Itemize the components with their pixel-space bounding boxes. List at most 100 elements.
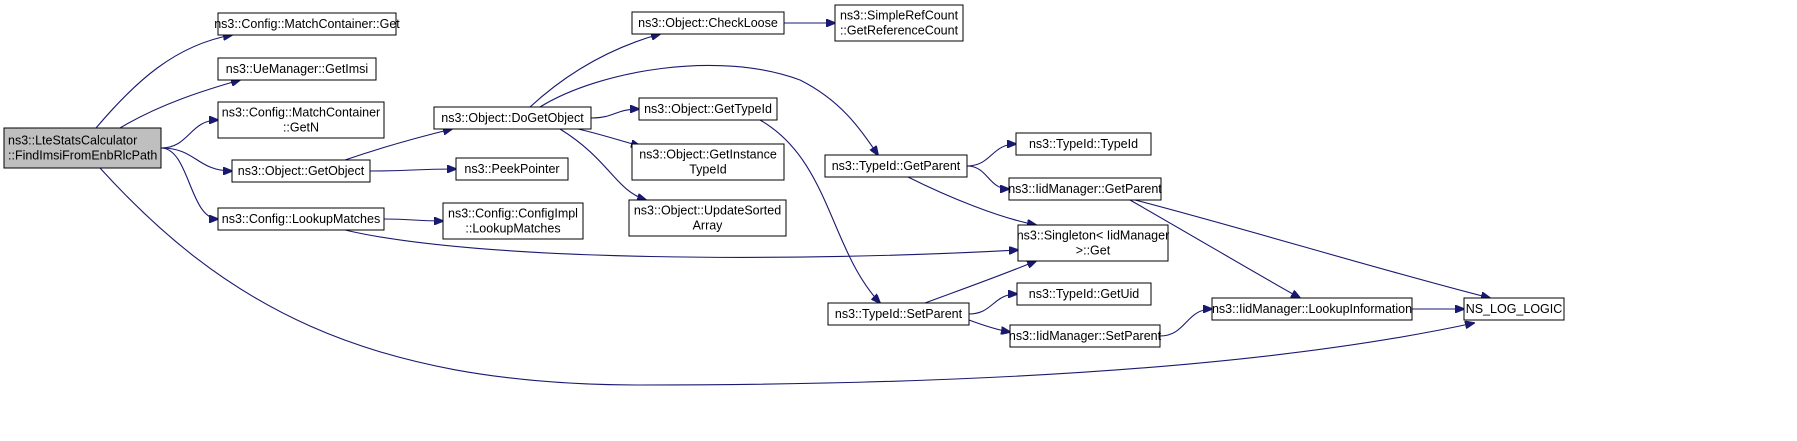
- node-box[interactable]: [217, 12, 397, 36]
- node-src_getrefcount[interactable]: ns3::SimpleRefCount::GetReferenceCount: [834, 4, 964, 42]
- edge-arrow: [160, 147, 232, 171]
- edge-root-to-mc_getn: [160, 120, 218, 149]
- node-box[interactable]: [1463, 297, 1565, 321]
- node-label: NS_LOG_LOGIC: [1466, 302, 1563, 316]
- node-box[interactable]: [433, 106, 592, 130]
- node-label: ns3::IidManager::LookupInformation: [1212, 302, 1412, 316]
- edge-root-to-ns_log_logic: [99, 167, 1474, 386]
- node-obj_gettypeid[interactable]: ns3::Object::GetTypeId: [638, 97, 778, 121]
- node-cfg_lookup[interactable]: ns3::Config::LookupMatches: [217, 207, 385, 231]
- node-box[interactable]: [827, 302, 970, 326]
- edge-arrow: [577, 128, 640, 146]
- node-box[interactable]: [631, 11, 785, 35]
- node-iid_getparent[interactable]: ns3::IidManager::GetParent: [1008, 177, 1162, 201]
- edge-obj_dogetobject-to-obj_gettypeid: [590, 109, 639, 119]
- edge-arrow: [759, 119, 880, 303]
- edge-arrow: [1129, 199, 1300, 298]
- node-box[interactable]: [3, 127, 162, 169]
- node-box[interactable]: [1016, 282, 1152, 306]
- node-tid_getparent[interactable]: ns3::TypeId::GetParent: [824, 154, 968, 178]
- edge-tid_getparent-to-singleton_get: [907, 176, 1036, 225]
- node-box[interactable]: [217, 57, 377, 81]
- edge-root-to-mc_get: [95, 35, 232, 129]
- node-iid_lookupinfo[interactable]: ns3::IidManager::LookupInformation: [1211, 297, 1413, 321]
- edge-obj_getobject-to-obj_dogetobject: [344, 129, 452, 161]
- edge-tid_setparent-to-iid_setparent: [968, 319, 1010, 332]
- node-box[interactable]: [217, 207, 385, 231]
- node-label: >::Get: [1076, 244, 1111, 258]
- node-box[interactable]: [1015, 132, 1152, 156]
- edge-root-to-obj_getobject: [160, 147, 232, 171]
- edge-arrow: [369, 169, 456, 171]
- node-box[interactable]: [217, 101, 385, 139]
- node-label: ns3::Config::ConfigImpl: [448, 207, 578, 221]
- node-tid_typeid[interactable]: ns3::TypeId::TypeId: [1015, 132, 1152, 156]
- edge-arrow: [344, 129, 452, 161]
- node-box[interactable]: [1017, 224, 1169, 262]
- node-box[interactable]: [442, 202, 584, 240]
- edge-arrow: [590, 109, 639, 119]
- edge-arrow: [1159, 309, 1212, 337]
- edge-cfg_lookup-to-singleton_get: [344, 229, 1018, 258]
- node-label: ns3::IidManager::SetParent: [1009, 329, 1162, 343]
- edge-arrow: [559, 128, 646, 200]
- node-label: ns3::UeManager::GetImsi: [226, 62, 368, 76]
- node-peekpointer[interactable]: ns3::PeekPointer: [455, 157, 569, 181]
- node-label: ns3::Object::GetTypeId: [644, 102, 772, 116]
- node-box[interactable]: [1009, 324, 1161, 348]
- node-box[interactable]: [628, 199, 787, 237]
- node-ns_log_logic[interactable]: NS_LOG_LOGIC: [1463, 297, 1565, 321]
- node-root[interactable]: ns3::LteStatsCalculator::FindImsiFromEnb…: [3, 127, 162, 169]
- node-label: ns3::TypeId::TypeId: [1029, 137, 1138, 151]
- node-box[interactable]: [631, 143, 785, 181]
- node-tid_setparent[interactable]: ns3::TypeId::SetParent: [827, 302, 970, 326]
- node-obj_getobject[interactable]: ns3::Object::GetObject: [231, 159, 371, 183]
- edge-arrow: [966, 165, 1009, 189]
- node-ue_getimsi[interactable]: ns3::UeManager::GetImsi: [217, 57, 377, 81]
- node-box[interactable]: [824, 154, 968, 178]
- edge-arrow: [968, 319, 1010, 332]
- edge-arrow: [924, 261, 1036, 304]
- node-box[interactable]: [638, 97, 778, 121]
- node-iid_setparent[interactable]: ns3::IidManager::SetParent: [1009, 324, 1162, 348]
- node-label: ns3::TypeId::GetUid: [1029, 287, 1140, 301]
- edge-arrow: [383, 219, 443, 221]
- node-mc_get[interactable]: ns3::Config::MatchContainer::Get: [214, 12, 400, 36]
- node-label: ::GetReferenceCount: [840, 24, 959, 38]
- node-label: ns3::Object::UpdateSorted: [634, 204, 781, 218]
- edge-arrow: [99, 167, 1474, 386]
- edge-arrow: [119, 80, 240, 129]
- node-label: ns3::SimpleRefCount: [840, 9, 959, 23]
- edge-arrow: [95, 35, 232, 129]
- node-label: Array: [693, 219, 724, 233]
- node-box[interactable]: [1008, 177, 1162, 201]
- node-obj_checkloose[interactable]: ns3::Object::CheckLoose: [631, 11, 785, 35]
- edge-arrow: [529, 34, 660, 108]
- edge-tid_setparent-to-singleton_get: [924, 261, 1036, 304]
- node-box[interactable]: [1211, 297, 1413, 321]
- node-singleton_get[interactable]: ns3::Singleton< IidManager >::Get: [1017, 224, 1170, 262]
- node-label: ns3::Config::MatchContainer::Get: [214, 17, 400, 31]
- node-label: ns3::TypeId::GetParent: [832, 159, 961, 173]
- node-label: ns3::PeekPointer: [464, 162, 559, 176]
- node-label: ns3::Object::GetInstance: [639, 148, 777, 162]
- node-label: ns3::IidManager::GetParent: [1008, 182, 1162, 196]
- node-box[interactable]: [231, 159, 371, 183]
- node-cfgimpl_lookup[interactable]: ns3::Config::ConfigImpl::LookupMatches: [442, 202, 584, 240]
- node-obj_dogetobject[interactable]: ns3::Object::DoGetObject: [433, 106, 592, 130]
- node-box[interactable]: [834, 4, 964, 42]
- edge-cfg_lookup-to-cfgimpl_lookup: [383, 219, 443, 221]
- edge-obj_getobject-to-peekpointer: [369, 169, 456, 171]
- edge-obj_dogetobject-to-obj_checkloose: [529, 34, 660, 108]
- node-mc_getn[interactable]: ns3::Config::MatchContainer::GetN: [217, 101, 385, 139]
- node-label: ns3::Object::GetObject: [238, 164, 365, 178]
- node-label: TypeId: [689, 163, 727, 177]
- node-box[interactable]: [455, 157, 569, 181]
- edges-layer: [95, 23, 1490, 386]
- node-tid_getuid[interactable]: ns3::TypeId::GetUid: [1016, 282, 1152, 306]
- nodes-layer: ns3::LteStatsCalculator::FindImsiFromEnb…: [3, 4, 1565, 348]
- edge-arrow: [968, 294, 1017, 315]
- edge-arrow: [539, 64, 878, 155]
